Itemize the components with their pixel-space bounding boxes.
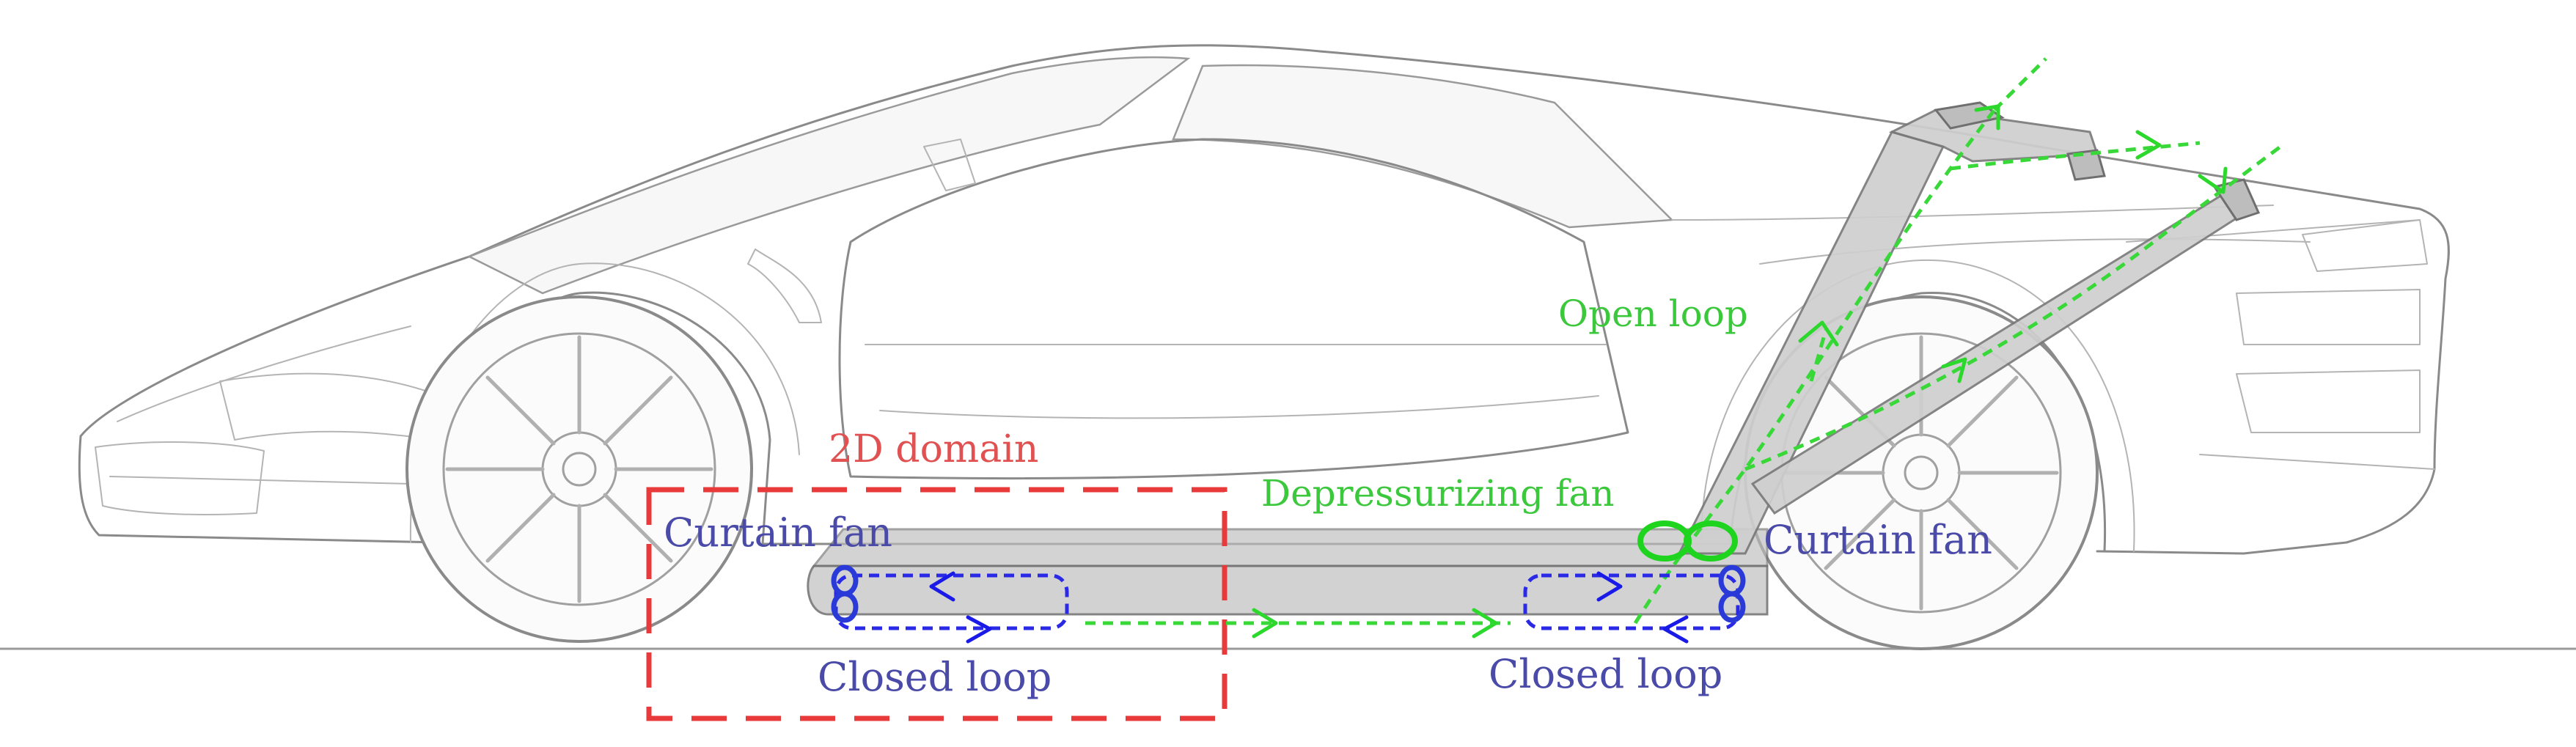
label-curtain-fan-right: Curtain fan <box>1764 517 1992 563</box>
car-body <box>78 44 2450 555</box>
label-open-loop: Open loop <box>1558 292 1748 335</box>
arrow-icon <box>2135 130 2162 160</box>
arrow-icon <box>1941 357 1967 383</box>
arrow-icon <box>1798 320 1839 347</box>
closed-loop-left <box>834 571 1069 644</box>
arrow-icon <box>1252 608 1278 639</box>
duct-system <box>807 101 2261 616</box>
arrow-icon <box>929 571 955 602</box>
label-closed-loop-right: Closed loop <box>1489 651 1722 697</box>
open-loop-flow <box>1085 57 2282 639</box>
arrow-icon <box>966 615 992 644</box>
arrow-icon <box>1974 104 2000 130</box>
label-2d-domain: 2D domain <box>829 427 1038 471</box>
curtain-fan-right-icon <box>1718 564 1746 623</box>
arrow-icon <box>1662 615 1689 644</box>
arrow-icon <box>1472 608 1498 639</box>
front-wheel <box>406 295 753 643</box>
label-curtain-fan-left: Curtain fan <box>664 509 892 556</box>
arrow-icon <box>2198 166 2228 194</box>
label-depressurizing-fan: Depressurizing fan <box>1261 472 1615 515</box>
domain-box <box>646 487 1228 721</box>
label-closed-loop-left: Closed loop <box>818 654 1052 700</box>
closed-loop-right <box>1523 571 1740 644</box>
arrow-icon <box>1596 571 1623 602</box>
depressurizing-fan-icon <box>1637 520 1738 562</box>
curtain-fan-left-icon <box>831 564 859 623</box>
